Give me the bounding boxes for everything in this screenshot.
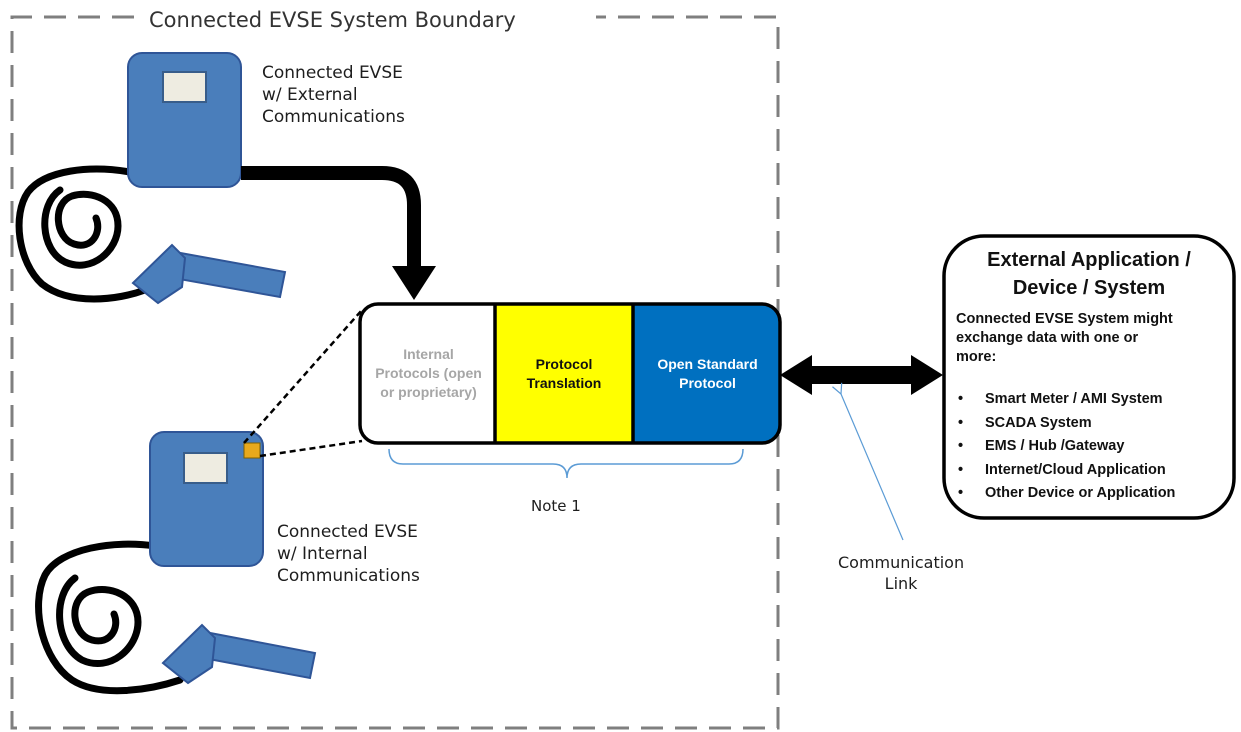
evse-to-protocol-line [241, 166, 421, 268]
evse-internal-connector-handle [161, 623, 317, 685]
communication-double-arrow [780, 355, 943, 395]
segment-translation-line: Protocol [535, 355, 593, 372]
list-item: EMS / Hub /Gateway [956, 435, 1175, 459]
zoom-line-top [243, 309, 363, 444]
evse-internal-screen [183, 452, 228, 484]
external-app-description: Connected EVSE System might exchange dat… [956, 310, 1226, 367]
external-app-description-line: Connected EVSE System might [956, 311, 1173, 327]
segment-open-standard-protocol: Open Standard Protocol [635, 305, 780, 442]
evse-internal-indicator [243, 442, 261, 459]
communication-link-label: Communication Link [838, 552, 964, 594]
evse-external-cable [15, 165, 149, 303]
segment-internal-line: or proprietary) [380, 384, 477, 400]
system-boundary-title: Connected EVSE System Boundary [149, 8, 516, 32]
evse-external-label-line: Communications [262, 107, 405, 127]
segment-internal-protocols: Internal Protocols (open or proprietary) [363, 305, 494, 442]
protocol-box [358, 302, 782, 445]
evse-internal-unit [35, 431, 317, 695]
segment-open-line: Protocol [679, 374, 736, 391]
segment-internal-line: Protocols (open [375, 365, 482, 381]
external-app-box: External Application / Device / System C… [944, 236, 1234, 518]
external-app-description-line: more: [956, 349, 997, 365]
note-brace [388, 448, 744, 479]
segment-translation-line: Translation [526, 374, 602, 391]
communication-link-callout [841, 394, 904, 541]
evse-internal-label-line: w/ Internal [277, 544, 368, 564]
external-app-title-line: External Application / [987, 249, 1191, 271]
segment-translation-bg [495, 304, 633, 443]
external-app-title: External Application / Device / System [944, 246, 1234, 302]
evse-external-unit [15, 52, 287, 305]
evse-to-protocol-arrowhead [392, 266, 436, 300]
list-item: Smart Meter / AMI System [956, 388, 1175, 412]
segment-internal-line: Internal [403, 346, 454, 362]
evse-external-label-line: Connected EVSE [262, 63, 403, 83]
evse-internal-label-line: Communications [277, 566, 420, 586]
external-app-list: Smart Meter / AMI System SCADA System EM… [956, 388, 1175, 506]
evse-internal-cable [35, 540, 184, 695]
evse-external-screen [162, 71, 207, 103]
segment-internal-bg [360, 304, 495, 443]
segment-open-line: Open Standard [657, 355, 758, 372]
list-item: SCADA System [956, 412, 1175, 436]
communication-link-line: Link [884, 574, 918, 593]
protocol-box-border [358, 302, 782, 445]
evse-external-label-line: w/ External [262, 85, 358, 105]
evse-external-connector-handle [131, 243, 287, 305]
zoom-line-bottom [259, 439, 363, 458]
list-item: Internet/Cloud Application [956, 459, 1175, 483]
evse-internal-label-line: Connected EVSE [277, 522, 418, 542]
note-1-label: Note 1 [531, 497, 581, 515]
communication-link-line: Communication [838, 553, 965, 572]
list-item: Other Device or Application [956, 482, 1175, 506]
external-app-description-line: exchange data with one or [956, 330, 1139, 346]
evse-external-label: Connected EVSE w/ External Communication… [262, 62, 405, 128]
external-app-title-line: Device / System [1012, 277, 1166, 299]
evse-internal-label: Connected EVSE w/ Internal Communication… [277, 521, 420, 587]
segment-protocol-translation: Protocol Translation [497, 305, 631, 442]
segment-open-bg [633, 304, 780, 443]
